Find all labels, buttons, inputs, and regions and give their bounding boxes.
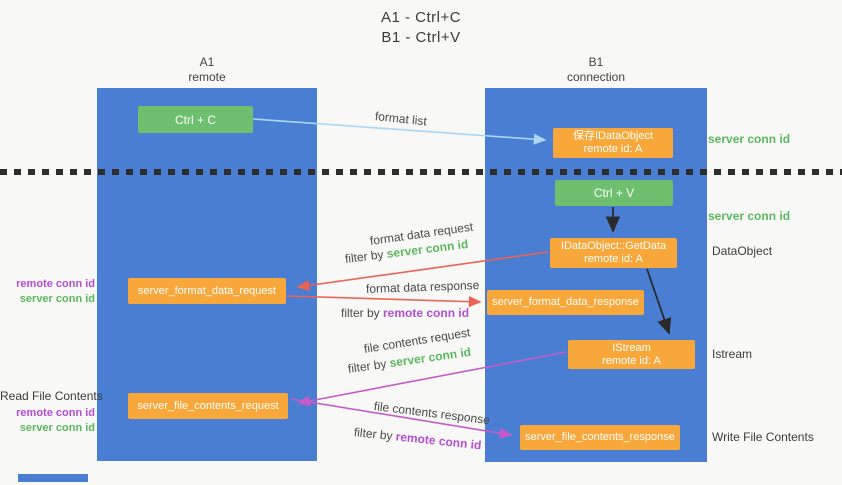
filter-by-remote-conn-id-2: filter by remote conn id: [353, 425, 482, 452]
server-conn-id-top-label: server conn id: [708, 132, 791, 146]
write-file-contents-label: Write File Contents: [712, 430, 814, 444]
filter-by-text: filter by: [344, 246, 388, 266]
remote-conn-id-highlight: remote conn id: [395, 429, 483, 453]
istream-line1: IStream: [612, 341, 651, 354]
format-server-conn-id-label: server conn id: [19, 293, 95, 305]
column-b1-name: B1: [588, 55, 604, 69]
file-server-conn-id-label: server conn id: [19, 422, 95, 434]
column-a1-subtitle: remote: [188, 70, 226, 84]
format-list-label: format list: [374, 109, 428, 129]
dotted-separator: [0, 169, 842, 175]
server-conn-id-mid-label: server conn id: [708, 209, 791, 223]
remote-conn-id-highlight: remote conn id: [383, 306, 470, 320]
save-dataobject-line1: 保存IDataObject: [572, 130, 654, 142]
column-header-a1: A1 remote: [97, 55, 317, 85]
getdata-line1: IDataObject::GetData: [560, 240, 667, 252]
istream-line2: remote id: A: [602, 354, 661, 367]
server-format-data-request-node: server_format_data_request: [128, 278, 286, 304]
title-line-2: B1 - Ctrl+V: [381, 29, 461, 46]
save-dataobject-node: 保存IDataObject remote id: A: [553, 128, 673, 158]
server-file-contents-request-node: server_file_contents_request: [128, 393, 288, 419]
format-conn-id-block: remote conn id server conn id: [0, 277, 95, 307]
filter-by-remote-conn-id-1: filter by remote conn id: [341, 306, 469, 320]
bottom-edge-strip: [18, 474, 88, 482]
server-file-contents-response-node: server_file_contents_response: [520, 425, 680, 450]
read-file-contents-label: Read File Contents: [0, 389, 103, 403]
format-remote-conn-id-label: remote conn id: [16, 278, 95, 290]
column-header-b1: B1 connection: [485, 55, 707, 85]
filter-by-text: filter by: [341, 306, 384, 320]
istream-label: Istream: [712, 347, 753, 361]
title-line-1: A1 - Ctrl+C: [380, 9, 462, 26]
file-conn-id-block: Read File Contents remote conn id server…: [0, 389, 103, 436]
dataobject-label: DataObject: [712, 244, 773, 258]
server-format-data-response-node: server_format_data_response: [487, 290, 644, 315]
ctrl-c-node: Ctrl + C: [138, 106, 253, 133]
file-contents-response-label: file contents response: [373, 399, 491, 428]
diagram-title: A1 - Ctrl+C B1 - Ctrl+V: [0, 8, 842, 48]
format-data-response-label: format data response: [365, 278, 480, 296]
istream-node: IStream remote id: A: [568, 340, 695, 369]
filter-by-text: filter by: [347, 356, 391, 376]
getdata-node: IDataObject::GetData remote id: A: [550, 238, 677, 268]
column-a1-name: A1: [199, 55, 215, 69]
save-dataobject-line2: remote id: A: [583, 143, 643, 155]
column-b1-subtitle: connection: [566, 70, 626, 84]
file-remote-conn-id-label: remote conn id: [16, 407, 95, 419]
getdata-line2: remote id: A: [584, 253, 643, 265]
filter-by-text: filter by: [353, 425, 397, 444]
ctrl-v-node: Ctrl + V: [555, 180, 673, 206]
